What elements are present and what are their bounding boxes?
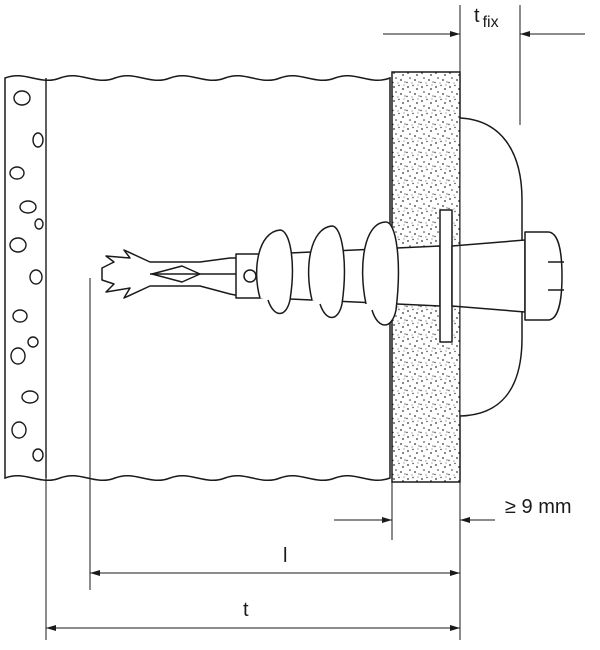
- label-length: l: [283, 545, 287, 567]
- masonry-stones: [9, 78, 47, 478]
- extension-lines: [45, 5, 521, 640]
- label-min-depth: ≥ 9 mm: [505, 496, 572, 518]
- drywall-anchor: [101, 209, 564, 343]
- label-total: t: [243, 599, 249, 621]
